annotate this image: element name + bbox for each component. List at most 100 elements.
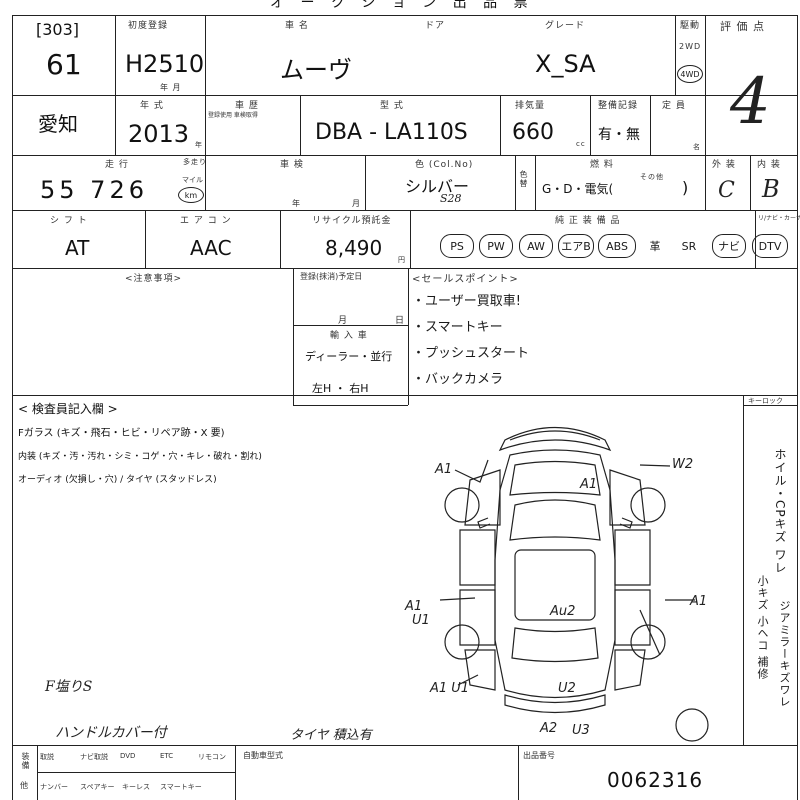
exterior-label: 外 装 (712, 160, 736, 170)
sheet-title: オ ー ク シ ョ ン 出 品 票 (270, 0, 534, 11)
rear-window (511, 627, 599, 663)
equipment-item-1: PW (479, 234, 513, 258)
deregistration-day: 日 (395, 316, 406, 326)
grid-line (408, 268, 409, 405)
grid-line (750, 155, 751, 210)
svg-text:A1: A1 (404, 599, 422, 614)
roof (514, 549, 596, 621)
interior-label: 内 装 (757, 160, 781, 170)
registration-value: H2510 (125, 50, 205, 78)
footer-row-label-2: 他 (20, 781, 29, 790)
inspector-line-2: 内装 (キズ・汚・汚れ・シミ・コゲ・穴・キレ・破れ・割れ) (18, 452, 262, 462)
grid-line (515, 155, 516, 210)
side-panel-vertical-1: ホイル・CPキズ ワレ (773, 448, 787, 575)
car-diagram: A1 W2 A1 A1 U1 Au2 A1 A1 U1 U2 A2 U3 (404, 427, 709, 742)
grid-line (12, 15, 798, 16)
grid-line (115, 15, 116, 155)
footer-row-label: 装備 (21, 752, 30, 770)
inspector-line-1: Fガラス (キズ・飛石・ヒビ・リペア跡・X 要) (18, 428, 225, 439)
inspector-note-3: タイヤ 積込有 (290, 728, 372, 743)
wheel-left-front (444, 487, 480, 523)
svg-text:U3: U3 (572, 723, 590, 738)
svg-text:A1 U1: A1 U1 (429, 681, 469, 696)
lot-number: 61 (46, 48, 82, 81)
footer-cell-2-0: ナンバー (40, 783, 68, 791)
footer-cell-2-2: キーレス (122, 783, 150, 791)
region-value: 愛知 (38, 112, 78, 136)
score-value: 4 (730, 65, 771, 139)
drive-2wd: 2WD (679, 42, 702, 51)
equipment-item-4: ABS (598, 234, 636, 258)
shift-label: シ フ ト (50, 216, 88, 226)
model-year-value: 2013 (128, 120, 190, 148)
grid-line (410, 210, 411, 268)
grid-line (705, 155, 706, 210)
registration-label: 初度登録 (128, 21, 169, 31)
grid-line (743, 405, 797, 406)
svg-text:A1: A1 (434, 462, 452, 477)
inspection-cert-value: 有・無 (598, 127, 640, 143)
grid-line (37, 772, 235, 773)
grid-line (300, 95, 301, 155)
grid-line (235, 745, 236, 800)
grid-line (675, 15, 676, 95)
hood (509, 460, 601, 496)
color-code: S28 (440, 192, 462, 205)
shaken-unit-year: 年 (292, 199, 301, 208)
recycle-value: 8,490 (325, 236, 383, 260)
side-panel-label: キーロック (748, 397, 783, 405)
vehicle-class-note: 登録使用 車検取得 (208, 112, 258, 119)
color-value: シルバー (405, 177, 470, 196)
left-front-fender (464, 469, 501, 526)
right-mirror (619, 517, 633, 529)
vehicle-class-label: 車 歴 (235, 101, 259, 111)
fuel-value: G・D・電気( (542, 182, 614, 196)
score-label: 評 価 点 (720, 20, 765, 33)
footer-bodywork-label: 自動車型式 (243, 751, 283, 760)
car-name-label: 車 名 (285, 21, 309, 31)
front-bumper (498, 427, 612, 452)
shaken-unit-month: 月 (352, 199, 361, 208)
model-code-value: DBA - LA110S (315, 120, 468, 145)
mileage-label: 走 行 (105, 160, 129, 170)
notes-label: <注意事項> (125, 274, 183, 284)
displacement-value: 660 (512, 120, 554, 145)
equipment-item-6: SR (681, 239, 697, 253)
front-bumper-inner (509, 430, 601, 441)
grid-line (535, 155, 536, 210)
right-front-door (614, 529, 651, 586)
grid-line (650, 95, 651, 155)
windshield (509, 499, 601, 541)
grid-line (12, 268, 798, 269)
footer-cell-1-1: ナビ取説 (80, 753, 108, 761)
lot-code: [303] (36, 20, 80, 39)
grid-line (205, 155, 206, 210)
wheel-right-rear (630, 624, 666, 660)
grid-line (293, 405, 408, 406)
equipment-item-8: DTV (752, 234, 788, 258)
grid-line (12, 95, 798, 96)
equipment-item-5: 革 (649, 240, 661, 253)
grid-line (590, 95, 591, 155)
displacement-label: 排気量 (515, 101, 546, 111)
mileage-unit: km (178, 187, 204, 203)
grid-line (12, 745, 798, 746)
grid-line (12, 210, 798, 211)
mileage-meter-label: 多走り (183, 158, 207, 166)
svg-text:W2: W2 (672, 457, 693, 472)
body-outline (494, 449, 616, 699)
spare-wheel (675, 708, 709, 742)
sales-point-4: ・バックカメラ (412, 372, 504, 387)
equipment-item-2: AW (519, 234, 553, 258)
side-panel-vertical-3: ジアミラーキズワレ (778, 600, 791, 708)
grid-line (12, 155, 798, 156)
sales-points-label: <セールスポイント> (412, 274, 519, 285)
rear-bumper (504, 694, 606, 714)
equipment-label: 純 正 装 備 品 (555, 216, 621, 226)
svg-text:A1: A1 (689, 594, 707, 609)
footer-cell-2-3: スマートキー (160, 783, 202, 791)
grid-line (743, 395, 744, 745)
inspector-label: < 検査員記入欄 > (18, 402, 118, 416)
svg-text:U1: U1 (412, 613, 430, 628)
